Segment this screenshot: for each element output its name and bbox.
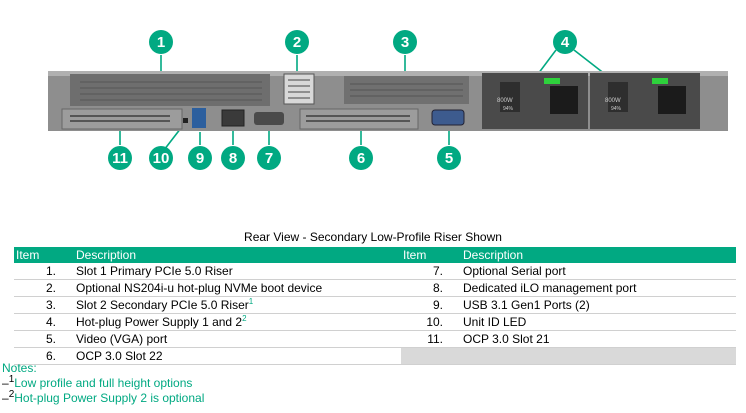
item-number: 2. [45, 280, 56, 295]
note-item: –2Hot-plug Power Supply 2 is optional [2, 389, 205, 406]
item-number: 5. [45, 331, 56, 346]
table-row: 4. Hot-plug Power Supply 1 and 22 10. Un… [14, 314, 736, 331]
table-header-row: Item Description Item Description [14, 247, 736, 263]
svg-text:10: 10 [153, 150, 170, 167]
item-number: 11. [427, 331, 443, 346]
item-number: 9. [432, 297, 443, 312]
ocp-slot-21 [61, 108, 183, 130]
item-number: 7. [432, 263, 443, 278]
ocp-slot-22 [299, 108, 419, 130]
item-description: Unit ID LED [463, 314, 527, 329]
item-description: OCP 3.0 Slot 21 [463, 331, 550, 346]
note-item: –1Low profile and full height options [2, 374, 193, 391]
footnote-marker: 2 [242, 313, 247, 323]
item-number: 10. [426, 314, 443, 329]
note-marker: 1 [8, 374, 15, 385]
callout-7: 7 [257, 146, 281, 170]
table-row: 2. Optional NS204i-u hot-plug NVMe boot … [14, 280, 736, 297]
callout-6: 6 [349, 146, 373, 170]
item-description: USB 3.1 Gen1 Ports (2) [463, 297, 590, 312]
slot1-riser [70, 74, 270, 106]
callout-1: 1 [149, 30, 173, 54]
item-description: Slot 2 Secondary PCIe 5.0 Riser1 [76, 296, 254, 312]
server-rear-view-diagram: 800W 94% 800W 94% 1 2 3 4 5 6 7 8 9 10 1… [48, 30, 728, 170]
callout-9: 9 [188, 146, 212, 170]
power-supply-2: 800W 94% [590, 73, 700, 129]
callout-2: 2 [285, 30, 309, 54]
callout-4: 4 [553, 30, 577, 54]
svg-text:1: 1 [157, 34, 165, 51]
svg-text:5: 5 [445, 150, 453, 167]
svg-text:2: 2 [293, 34, 301, 51]
svg-text:6: 6 [357, 150, 365, 167]
table-row: 6. OCP 3.0 Slot 22 [14, 347, 736, 365]
callout-5: 5 [437, 146, 461, 170]
svg-text:3: 3 [401, 34, 409, 51]
footnote-marker: 1 [248, 296, 254, 306]
callout-3: 3 [393, 30, 417, 54]
callout-10: 10 [149, 146, 173, 170]
item-description: OCP 3.0 Slot 22 [76, 348, 163, 363]
callout-11: 11 [108, 146, 132, 170]
figure-caption: Rear View - Secondary Low-Profile Riser … [244, 230, 502, 244]
usb-ports [192, 108, 206, 128]
note-text: Hot-plug Power Supply 2 is optional [14, 391, 205, 405]
note-marker: 2 [8, 389, 15, 400]
unit-id-led [183, 118, 188, 123]
svg-text:9: 9 [196, 150, 204, 167]
item-number: 6. [45, 348, 56, 363]
psu-1-efficiency: 94% [503, 106, 514, 112]
table-row: 1. Slot 1 Primary PCIe 5.0 Riser 7. Opti… [14, 263, 736, 280]
item-description: Video (VGA) port [76, 331, 168, 346]
table-row: 5. Video (VGA) port 11. OCP 3.0 Slot 21 [14, 331, 736, 348]
svg-text:8: 8 [229, 150, 237, 167]
header-description-right: Description [451, 247, 736, 263]
svg-text:7: 7 [265, 150, 273, 167]
item-description: Hot-plug Power Supply 1 and 22 [76, 313, 247, 329]
item-number: 1. [45, 263, 56, 278]
server-chassis: 800W 94% 800W 94% [48, 71, 728, 131]
callout-8: 8 [221, 146, 245, 170]
empty-cell [401, 347, 736, 365]
note-text: Low profile and full height options [14, 376, 193, 390]
item-description: Optional NS204i-u hot-plug NVMe boot dev… [76, 280, 323, 295]
component-table: Item Description Item Description 1. Slo… [14, 247, 736, 365]
item-number: 3. [45, 297, 56, 312]
header-description: Description [64, 247, 401, 263]
power-supply-1: 800W 94% [482, 73, 588, 129]
item-description: Optional Serial port [463, 263, 566, 278]
psu-1-wattage: 800W [497, 98, 513, 104]
callout-leader-lines [119, 49, 611, 151]
vga-port [431, 109, 465, 126]
psu-2-efficiency: 94% [611, 106, 622, 112]
table-row: 3. Slot 2 Secondary PCIe 5.0 Riser1 9. U… [14, 297, 736, 314]
item-description: Slot 1 Primary PCIe 5.0 Riser [76, 263, 233, 278]
svg-text:4: 4 [561, 34, 570, 51]
ilo-port [221, 109, 245, 127]
item-number: 8. [432, 280, 443, 295]
psu-2-wattage: 800W [605, 98, 621, 104]
svg-text:11: 11 [112, 150, 128, 167]
ns204i-boot-device [283, 73, 315, 105]
item-number: 4. [45, 314, 56, 329]
notes-title: Notes: [2, 361, 37, 375]
serial-port [254, 112, 284, 125]
header-item: Item [14, 247, 64, 263]
header-item-right: Item [401, 247, 451, 263]
notes-section: Notes: –1Low profile and full height opt… [2, 361, 204, 406]
item-description: Dedicated iLO management port [463, 280, 637, 295]
